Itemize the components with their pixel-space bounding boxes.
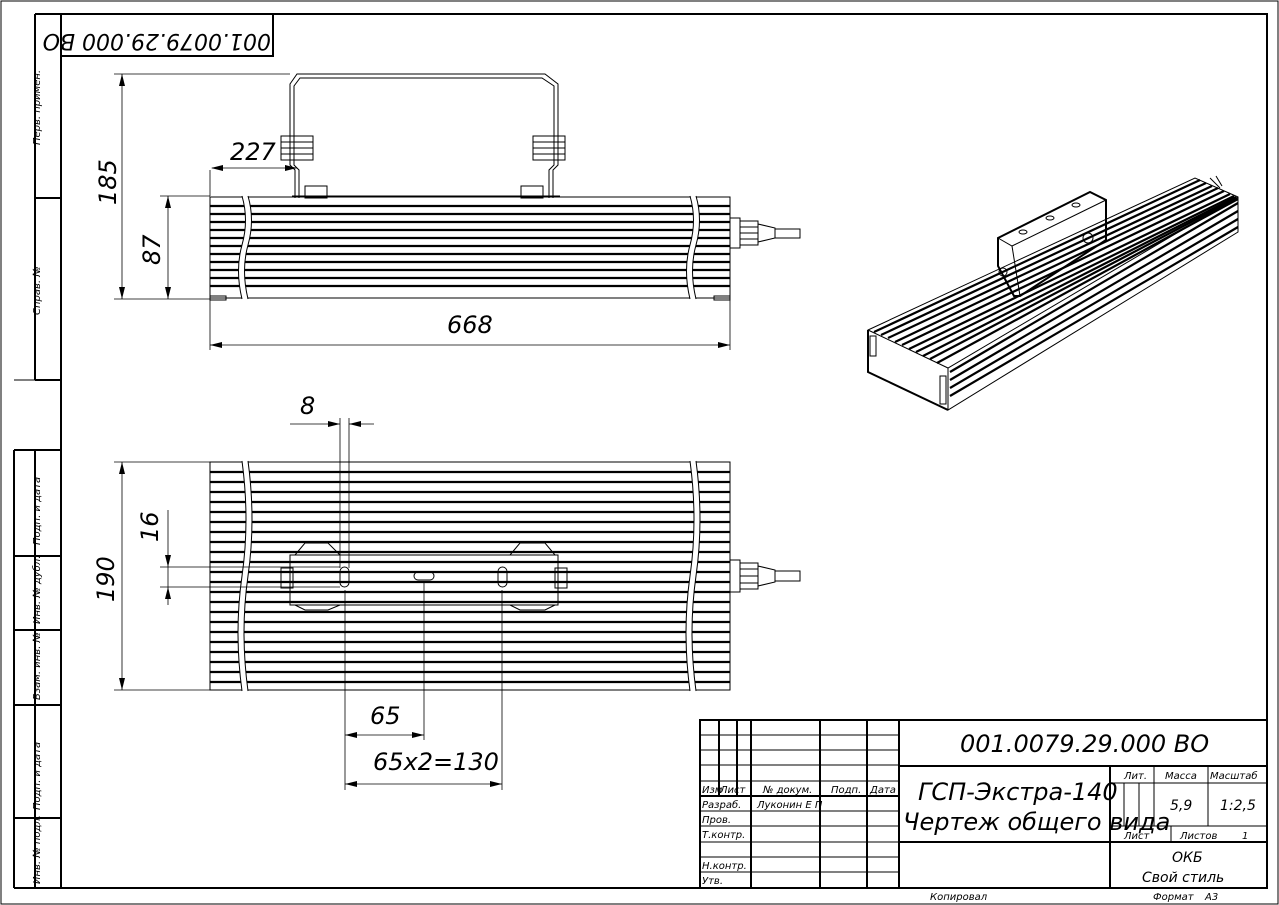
dim-227: 227	[230, 138, 277, 166]
dim-130: 65х2=130	[373, 748, 499, 776]
format-label: Формат	[1153, 892, 1195, 903]
front-body	[209, 196, 731, 299]
label-inv-dubl: Инв. № дубл.	[31, 556, 43, 624]
front-fins	[210, 204, 730, 288]
listov-label: Листов	[1179, 831, 1217, 842]
row-utv: Утв.	[702, 876, 723, 887]
sidebar-strip	[13, 13, 61, 889]
col-list: Лист	[719, 785, 747, 796]
row-razrab: Разраб.	[702, 799, 741, 811]
label-inv-podl: Инв. № подл.	[32, 815, 43, 884]
dim-190: 190	[92, 556, 120, 602]
title-block	[699, 719, 1268, 889]
iso-fins	[873, 179, 1239, 397]
label-podp-data-2: Подп. и дата	[32, 742, 43, 810]
front-view	[209, 73, 801, 301]
label-sprav-no: Справ. №	[32, 266, 43, 315]
label-vzam-inv: Взам. инв. №	[32, 632, 43, 700]
top-view	[209, 460, 801, 692]
top-fins	[210, 470, 730, 684]
dim-87: 87	[138, 234, 166, 265]
col-data: Дата	[869, 785, 896, 796]
title-doc-name: Чертеж общего вида	[903, 808, 1170, 836]
front-cable-gland	[729, 217, 741, 249]
label-podp-data-1: Подп. и дата	[32, 477, 43, 545]
slot-left	[339, 566, 350, 588]
label-perv-primen: Перв. примен.	[32, 70, 43, 145]
top-dimensions	[114, 418, 503, 790]
row-nkontr: Н.контр.	[702, 861, 747, 872]
massa-label: Масса	[1165, 771, 1197, 782]
dim-185: 185	[94, 159, 122, 205]
code-stamp-text: 001.0079.29.000 ВО	[43, 28, 271, 53]
title-product-name: ГСП-Экстра-140	[918, 778, 1118, 806]
row-prov: Пров.	[702, 815, 731, 826]
dim-65: 65	[370, 702, 401, 730]
lit-label: Лит.	[1123, 771, 1147, 782]
row-tkontr: Т.контр.	[702, 830, 745, 841]
col-izm: Изм	[702, 785, 723, 796]
front-bracket	[289, 73, 559, 198]
code-stamp-box	[60, 13, 274, 57]
top-body	[209, 461, 731, 691]
col-podp: Подп.	[831, 785, 861, 796]
slot-right	[497, 566, 508, 588]
front-dimensions	[114, 73, 731, 350]
massa-value: 5,9	[1170, 798, 1192, 814]
front-cable	[774, 228, 801, 239]
dim-668: 668	[447, 311, 493, 339]
format-value: А3	[1204, 892, 1218, 903]
isometric-view	[867, 175, 1239, 411]
dim-16: 16	[136, 511, 164, 542]
list-label: Лист	[1123, 831, 1151, 842]
masshtab-label: Масштаб	[1210, 770, 1258, 782]
iso-bracket	[997, 190, 1107, 297]
masshtab-value: 1:2,5	[1220, 798, 1256, 814]
razrab-name: Луконин Е П	[756, 800, 823, 811]
slot-center	[413, 571, 435, 581]
title-doc-code: 001.0079.29.000 ВО	[960, 730, 1209, 758]
kopiroval-label: Копировал	[930, 892, 988, 903]
dim-8: 8	[300, 392, 315, 420]
listov-value: 1	[1242, 831, 1248, 842]
col-ndokum: № докум.	[762, 785, 812, 796]
org-line2: Свой стиль	[1142, 870, 1224, 886]
org-line1: ОКБ	[1172, 850, 1203, 866]
